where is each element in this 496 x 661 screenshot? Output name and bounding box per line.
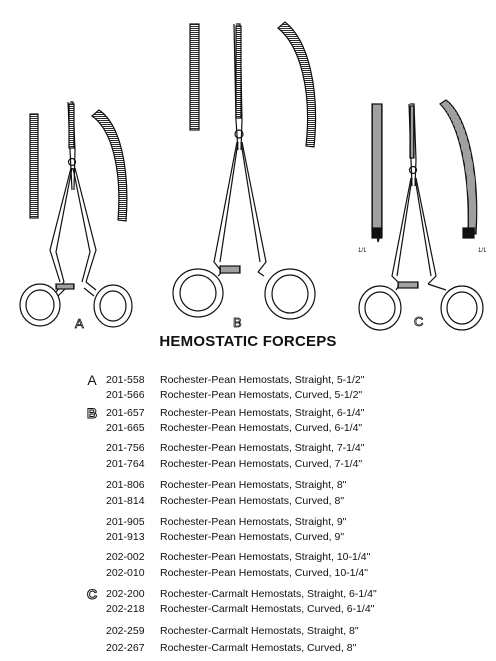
catalog-number: 201-814	[106, 495, 145, 507]
catalog-number: 201-764	[106, 458, 145, 470]
catalog-number: 201-913	[106, 531, 145, 543]
forceps-a-curved-jaw-detail	[91, 109, 128, 222]
group-marker: A	[87, 372, 97, 388]
group-marker: C	[86, 586, 98, 603]
product-description: Rochester-Pean Hemostats, Straight, 6-1/…	[160, 407, 365, 419]
catalog-number: 202-200	[106, 588, 145, 600]
product-description: Rochester-Pean Hemostats, Straight, 7-1/…	[160, 442, 365, 454]
catalog-number: 202-218	[106, 603, 145, 615]
figure-b-label: B	[233, 315, 242, 330]
product-description: Rochester-Pean Hemostats, Curved, 6-1/4"	[160, 422, 363, 434]
list-item: 201-913 Rochester-Pean Hemostats, Curved…	[0, 529, 496, 545]
product-description: Rochester-Pean Hemostats, Curved, 8"	[160, 495, 345, 507]
catalog-number: 202-267	[106, 642, 145, 654]
list-item: 201-814 Rochester-Pean Hemostats, Curved…	[0, 493, 496, 509]
forceps-b-straight-jaw-detail	[189, 23, 200, 131]
catalog-number: 201-657	[106, 407, 145, 419]
list-item: 201-665 Rochester-Pean Hemostats, Curved…	[0, 420, 496, 436]
list-item: 201-566 Rochester-Pean Hemostats, Curved…	[0, 387, 496, 403]
figure-a-label: A	[75, 316, 84, 331]
group-marker: B	[86, 405, 98, 422]
product-description: Rochester-Carmalt Hemostats, Straight, 8…	[160, 625, 359, 637]
scale-label-right: 1/1	[478, 248, 487, 254]
list-item: 201-756 Rochester-Pean Hemostats, Straig…	[0, 440, 496, 456]
forceps-c-curved-jaw-detail	[439, 99, 478, 235]
list-item: 202-002 Rochester-Pean Hemostats, Straig…	[0, 549, 496, 565]
list-item: 202-218 Rochester-Carmalt Hemostats, Cur…	[0, 601, 496, 617]
page-title: HEMOSTATIC FORCEPS	[159, 333, 337, 350]
list-item: B 201-657 Rochester-Pean Hemostats, Stra…	[0, 405, 496, 422]
catalog-number: 202-259	[106, 625, 145, 637]
catalog-number: 201-566	[106, 389, 145, 401]
product-description: Rochester-Carmalt Hemostats, Curved, 8"	[160, 642, 357, 654]
catalog-number: 201-806	[106, 479, 145, 491]
catalog-number: 201-558	[106, 374, 145, 386]
product-description: Rochester-Pean Hemostats, Curved, 9"	[160, 531, 345, 543]
product-description: Rochester-Pean Hemostats, Straight, 5-1/…	[160, 374, 365, 386]
list-item: 202-010 Rochester-Pean Hemostats, Curved…	[0, 565, 496, 581]
forceps-c-illustration	[358, 99, 484, 331]
catalog-number: 201-665	[106, 422, 145, 434]
list-item: C 202-200 Rochester-Carmalt Hemostats, S…	[0, 586, 496, 603]
catalog-number: 202-002	[106, 551, 145, 563]
list-item: 201-905 Rochester-Pean Hemostats, Straig…	[0, 514, 496, 530]
product-description: Rochester-Carmalt Hemostats, Straight, 6…	[160, 588, 377, 600]
product-description: Rochester-Pean Hemostats, Curved, 5-1/2"	[160, 389, 363, 401]
product-description: Rochester-Pean Hemostats, Straight, 10-1…	[160, 551, 371, 563]
forceps-c-straight-jaw-detail	[371, 103, 383, 243]
list-item: 201-764 Rochester-Pean Hemostats, Curved…	[0, 456, 496, 472]
forceps-a-straight-jaw-detail	[29, 113, 39, 219]
figure-c-label: C	[414, 314, 423, 329]
forceps-illustrations: A B 1/	[19, 21, 487, 331]
catalog-number: 201-905	[106, 516, 145, 528]
list-item: 202-267 Rochester-Carmalt Hemostats, Cur…	[0, 640, 496, 656]
forceps-a-illustration	[19, 101, 133, 328]
catalog-number: 202-010	[106, 567, 145, 579]
scale-label-left: 1/1	[358, 248, 367, 254]
product-description: Rochester-Pean Hemostats, Straight, 9"	[160, 516, 347, 528]
list-item: A 201-558 Rochester-Pean Hemostats, Stra…	[0, 372, 496, 388]
list-item: 201-806 Rochester-Pean Hemostats, Straig…	[0, 477, 496, 493]
forceps-b-illustration	[172, 21, 317, 320]
product-description: Rochester-Pean Hemostats, Curved, 10-1/4…	[160, 567, 368, 579]
forceps-b-curved-jaw-detail	[277, 21, 317, 148]
product-description: Rochester-Pean Hemostats, Straight, 8"	[160, 479, 347, 491]
product-description: Rochester-Carmalt Hemostats, Curved, 6-1…	[160, 603, 375, 615]
product-description: Rochester-Pean Hemostats, Curved, 7-1/4"	[160, 458, 363, 470]
catalog-number: 201-756	[106, 442, 145, 454]
list-item: 202-259 Rochester-Carmalt Hemostats, Str…	[0, 623, 496, 639]
